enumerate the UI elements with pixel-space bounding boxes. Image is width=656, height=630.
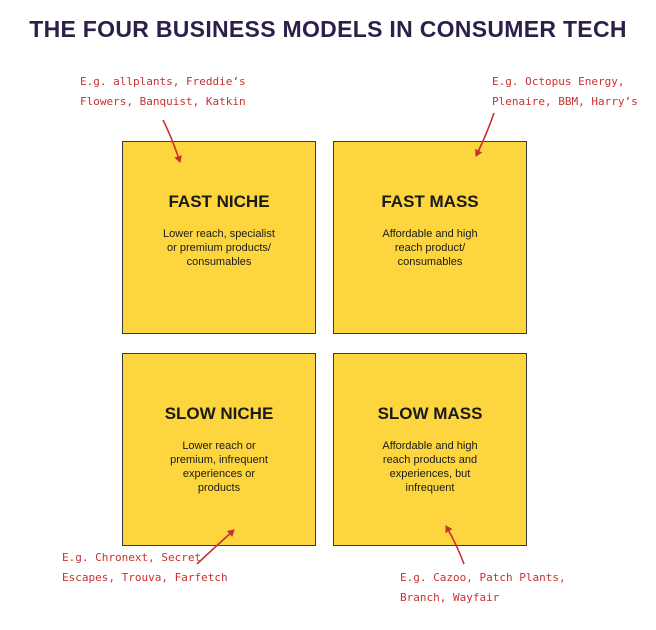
quadrant-description: Affordable and high reach products and e… [382,440,478,494]
examples-slow-mass: E.g. Cazoo, Patch Plants, Branch, Wayfai… [400,571,566,604]
quadrant-fast-niche: FAST NICHE Lower reach, specialist or pr… [122,141,316,334]
quadrant-title: FAST MASS [381,192,479,211]
quadrant-title: FAST NICHE [168,192,270,211]
quadrant-title: SLOW NICHE [164,404,274,423]
examples-fast-mass: E.g. Octopus Energy, Plenaire, BBM, Harr… [492,75,638,108]
quadrant-description: Affordable and high reach product/ consu… [382,228,478,268]
arrow-slow-niche [196,529,235,565]
page-title: THE FOUR BUSINESS MODELS IN CONSUMER TEC… [29,16,627,42]
arrow-slow-mass [445,525,465,565]
arrow-fast-mass [475,112,495,157]
quadrant-fast-mass: FAST MASS Affordable and high reach prod… [333,141,527,334]
examples-slow-niche: E.g. Chronext, Secret Escapes, Trouva, F… [62,551,228,584]
quadrant-description: Lower reach, specialist or premium produ… [163,228,275,268]
quadrant-title: SLOW MASS [377,404,483,423]
arrow-fast-niche [162,119,182,163]
examples-fast-niche: E.g. allplants, Freddie’s Flowers, Banqu… [80,75,246,108]
quadrant-slow-niche: SLOW NICHE Lower reach or premium, infre… [122,353,316,546]
quadrant-slow-mass: SLOW MASS Affordable and high reach prod… [333,353,527,546]
quadrant-description: Lower reach or premium, infrequent exper… [170,440,268,494]
